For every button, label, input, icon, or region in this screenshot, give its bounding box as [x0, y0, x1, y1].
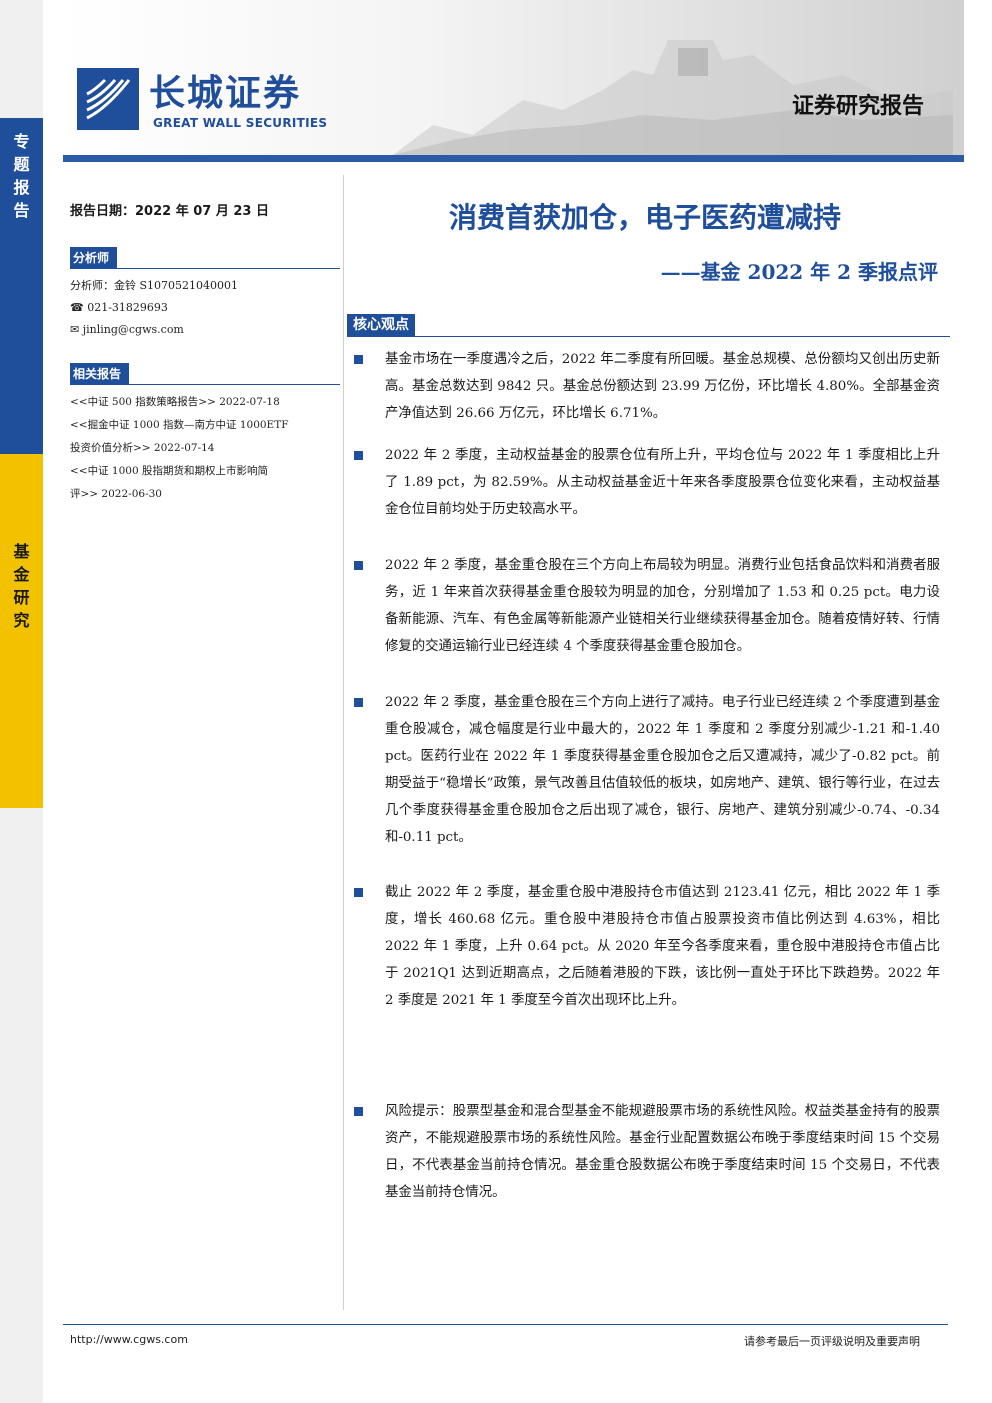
list-item: 截止 2022 年 2 季度，基金重仓股中港股持仓市值达到 2123.41 亿元…: [350, 879, 940, 1014]
list-item-text: 2022 年 2 季度，主动权益基金的股票仓位有所上升，平均仓位与 2022 年…: [385, 448, 940, 517]
related-report-item[interactable]: <<中证 1000 股指期货和期权上市影响简: [70, 465, 268, 477]
side-label-topic-report: 专题报告: [13, 132, 30, 220]
analyst-name: 分析师：金铃 S1070521040001: [70, 279, 239, 292]
bullet-square-icon: [354, 561, 363, 570]
list-item: 2022 年 2 季度，主动权益基金的股票仓位有所上升，平均仓位与 2022 年…: [350, 442, 940, 523]
related-report-item[interactable]: <<掘金中证 1000 指数—南方中证 1000ETF: [70, 419, 289, 431]
mail-icon: ✉: [70, 323, 80, 336]
page-title: 消费首获加仓，电子医药遭减持: [448, 201, 841, 234]
bullet-square-icon: [354, 1107, 363, 1116]
page-header: 长城证券 GREAT WALL SECURITIES 证券研究报告: [63, 0, 964, 162]
logo-mark-icon: [77, 68, 139, 130]
brand-name-cn: 长城证券: [149, 73, 302, 114]
related-report-item[interactable]: 投资价值分析>> 2022-07-14: [70, 442, 215, 454]
related-heading-rule: 相关报告: [70, 363, 340, 385]
bullet-square-icon: [354, 355, 363, 364]
email-link[interactable]: jinling@cgws.com: [82, 323, 184, 336]
footer-website-link[interactable]: http://www.cgws.com: [70, 1333, 188, 1346]
risk-warning-item: 风险提示：股票型基金和混合型基金不能规避股票市场的系统性风险。权益类基金持有的股…: [350, 1098, 940, 1206]
phone-number: 021-31829693: [87, 301, 168, 314]
left-sidebar: 报告日期：2022 年 07 月 23 日 分析师 分析师：金铃 S107052…: [70, 200, 340, 506]
bullet-square-icon: [354, 698, 363, 707]
list-item-text: 风险提示：股票型基金和混合型基金不能规避股票市场的系统性风险。权益类基金持有的股…: [385, 1104, 940, 1200]
list-item-text: 2022 年 2 季度，基金重仓股在三个方向上进行了减持。电子行业已经连续 2 …: [385, 695, 940, 845]
report-type-label: 证券研究报告: [791, 94, 924, 119]
bullet-square-icon: [354, 451, 363, 460]
analyst-heading-rule: 分析师: [70, 247, 340, 269]
related-heading: 相关报告: [70, 363, 130, 384]
great-wall-watermark-icon: [393, 40, 953, 155]
list-item: 2022 年 2 季度，基金重仓股在三个方向上进行了减持。电子行业已经连续 2 …: [350, 689, 940, 851]
core-views-heading-rule: 核心观点: [347, 314, 950, 337]
footer-rule: [63, 1324, 948, 1325]
analyst-email: ✉ jinling@cgws.com: [70, 319, 340, 341]
header-rule: [63, 155, 964, 162]
core-views-heading: 核心观点: [347, 314, 415, 336]
side-band-yellow: [0, 454, 43, 808]
phone-icon: ☎: [70, 301, 84, 314]
analyst-heading: 分析师: [70, 247, 118, 268]
related-report-item[interactable]: <<中证 500 指数策略报告>> 2022-07-18: [70, 396, 280, 408]
analyst-phone: ☎ 021-31829693: [70, 297, 340, 319]
bullet-square-icon: [354, 888, 363, 897]
footer-disclaimer-note: 请参考最后一页评级说明及重要声明: [744, 1335, 920, 1348]
list-item-text: 2022 年 2 季度，基金重仓股在三个方向上布局较为明显。消费行业包括食品饮料…: [385, 558, 940, 654]
side-band-blue: [0, 118, 43, 454]
list-item: 2022 年 2 季度，基金重仓股在三个方向上布局较为明显。消费行业包括食品饮料…: [350, 552, 940, 660]
list-item-text: 截止 2022 年 2 季度，基金重仓股中港股持仓市值达到 2123.41 亿元…: [385, 885, 940, 1008]
core-views-list: 基金市场在一季度遇冷之后，2022 年二季度有所回暖。基金总规模、总份额均又创出…: [350, 346, 940, 1206]
related-report-item[interactable]: 评>> 2022-06-30: [70, 488, 162, 500]
brand-name-en: GREAT WALL SECURITIES: [153, 116, 328, 130]
list-item: 基金市场在一季度遇冷之后，2022 年二季度有所回暖。基金总规模、总份额均又创出…: [350, 346, 940, 427]
related-reports: 相关报告 <<中证 500 指数策略报告>> 2022-07-18 <<掘金中证…: [70, 363, 340, 506]
page-subtitle: ——基金 2022 年 2 季报点评: [660, 260, 938, 284]
report-date: 报告日期：2022 年 07 月 23 日: [70, 204, 269, 219]
side-label-fund-research: 基金研究: [13, 542, 30, 630]
column-divider: [343, 175, 344, 1310]
list-item-text: 基金市场在一季度遇冷之后，2022 年二季度有所回暖。基金总规模、总份额均又创出…: [385, 352, 940, 421]
